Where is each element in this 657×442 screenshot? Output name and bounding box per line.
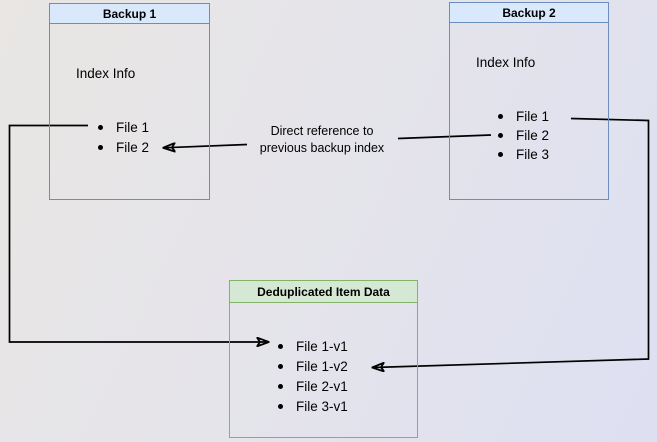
backup-2-index-info-label: Index Info (476, 55, 536, 70)
file-label: File 2-v1 (296, 378, 348, 394)
file-label: File 2 (516, 128, 550, 143)
file-label: File 1-v2 (296, 358, 348, 374)
backup-1-file-list: File 1 File 2 (98, 117, 149, 157)
file-label: File 3-v1 (296, 398, 348, 414)
backup-2-box: Backup 2 Index Info File 1 File 2 File 3 (449, 2, 609, 200)
backup-2-title: Backup 2 (502, 5, 556, 20)
bullet-icon (98, 144, 103, 150)
file-label: File 1 (516, 109, 550, 124)
backup-2-header: Backup 2 (450, 3, 608, 23)
list-item: File 2 (498, 126, 549, 145)
backup-1-header: Backup 1 (50, 4, 209, 24)
file-label: File 1-v1 (296, 338, 348, 354)
list-item: File 1-v1 (278, 336, 348, 356)
list-item: File 3 (498, 145, 549, 164)
list-item: File 1 (498, 107, 549, 126)
list-item: File 1-v2 (278, 356, 348, 376)
reference-annotation: Direct reference to previous backup inde… (242, 123, 402, 156)
backup-1-box: Backup 1 Index Info File 1 File 2 (49, 3, 210, 200)
bullet-icon (498, 152, 503, 157)
reference-annotation-line1: Direct reference to (270, 124, 374, 138)
list-item: File 2 (98, 137, 149, 157)
dedup-header: Deduplicated Item Data (230, 281, 417, 303)
backup-1-index-info-label: Index Info (76, 66, 136, 81)
deduplicated-item-data-box: Deduplicated Item Data File 1-v1 File 1-… (229, 280, 418, 438)
reference-annotation-line2: previous backup index (259, 140, 385, 155)
backup-1-title: Backup 1 (102, 6, 157, 21)
file-label: File 2 (116, 139, 150, 155)
list-item: File 3-v1 (278, 396, 348, 416)
dedup-title: Deduplicated Item Data (257, 284, 390, 299)
bullet-icon (498, 114, 503, 119)
backup-2-file-list: File 1 File 2 File 3 (498, 107, 549, 164)
list-item: File 1 (98, 117, 149, 137)
dedup-file-list: File 1-v1 File 1-v2 File 2-v1 File 3-v1 (278, 336, 348, 416)
bullet-icon (278, 383, 283, 389)
file-label: File 1 (116, 119, 150, 135)
bullet-icon (278, 403, 283, 409)
bullet-icon (98, 124, 103, 130)
bullet-icon (278, 363, 283, 369)
bullet-icon (498, 133, 503, 138)
bullet-icon (278, 343, 283, 349)
list-item: File 2-v1 (278, 376, 348, 396)
file-label: File 3 (516, 147, 550, 162)
